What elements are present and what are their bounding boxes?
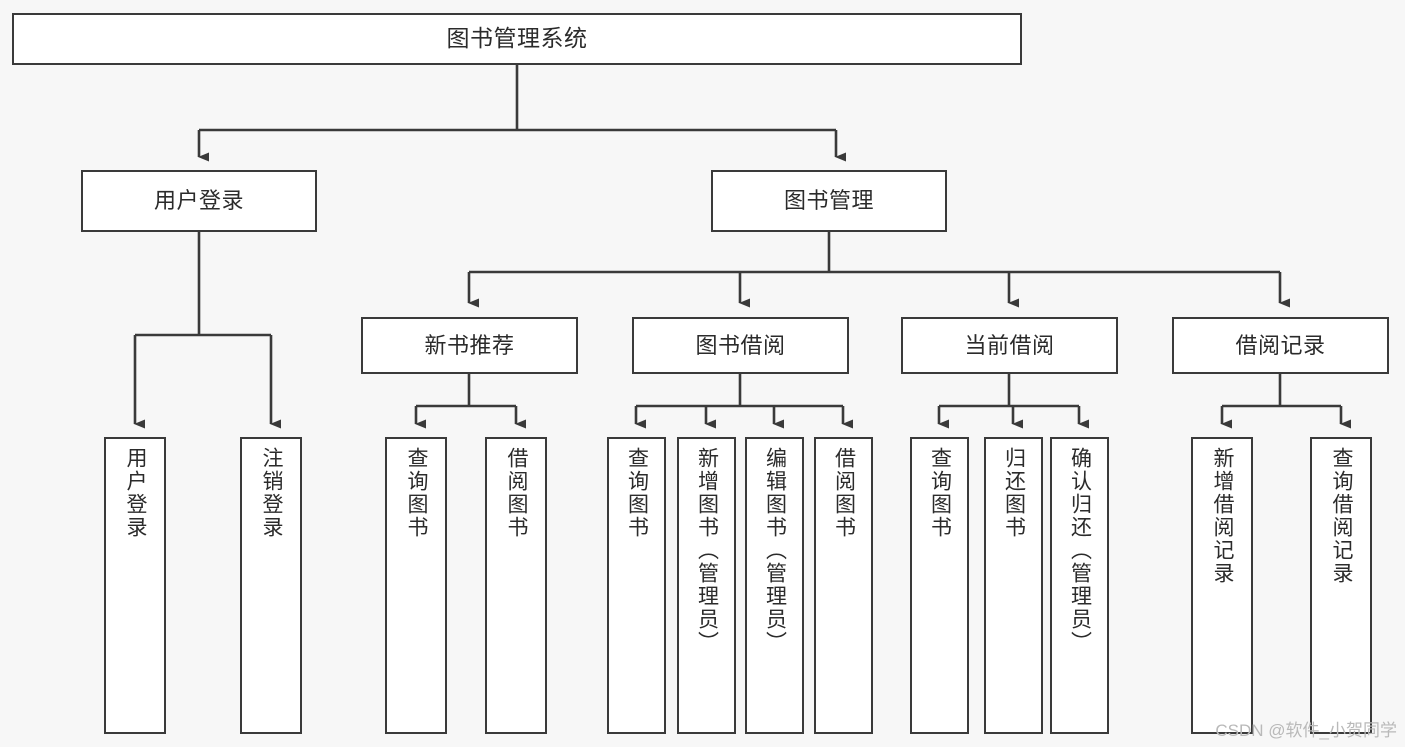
node-leaf-add-record-label: 新增借阅记录: [1211, 447, 1235, 585]
node-leaf-logout-label: 注销登录: [260, 447, 284, 539]
node-user-login-label: 用户登录: [153, 188, 244, 214]
node-borrow-record[interactable]: 借阅记录: [1172, 317, 1389, 374]
node-leaf-borrow-book-1[interactable]: 借阅图书: [485, 437, 547, 734]
node-leaf-borrow-book-1-label: 借阅图书: [505, 447, 529, 539]
node-leaf-query-book-3-label: 查询图书: [928, 447, 952, 539]
node-user-login[interactable]: 用户登录: [81, 170, 317, 232]
node-new-book-recommend[interactable]: 新书推荐: [361, 317, 578, 374]
node-root-system[interactable]: 图书管理系统: [12, 13, 1022, 65]
node-book-borrow-label: 图书借阅: [695, 332, 786, 358]
node-leaf-query-book-1-label: 查询图书: [405, 447, 429, 539]
node-leaf-query-book-1[interactable]: 查询图书: [385, 437, 447, 734]
node-leaf-confirm-return-label: 确认归还（管理员）: [1068, 447, 1092, 654]
node-book-manage[interactable]: 图书管理: [711, 170, 947, 232]
node-current-borrow[interactable]: 当前借阅: [901, 317, 1118, 374]
node-leaf-user-login[interactable]: 用户登录: [104, 437, 166, 734]
node-leaf-edit-book-label: 编辑图书（管理员）: [763, 447, 787, 654]
node-leaf-query-record-label: 查询借阅记录: [1330, 447, 1354, 585]
node-book-manage-label: 图书管理: [783, 188, 874, 214]
node-new-book-recommend-label: 新书推荐: [424, 332, 515, 358]
node-leaf-confirm-return[interactable]: 确认归还（管理员）: [1050, 437, 1109, 734]
node-leaf-query-record[interactable]: 查询借阅记录: [1310, 437, 1372, 734]
node-leaf-return-book[interactable]: 归还图书: [984, 437, 1043, 734]
node-root-label: 图书管理系统: [446, 25, 588, 52]
node-leaf-user-login-label: 用户登录: [124, 447, 148, 539]
node-leaf-query-book-2[interactable]: 查询图书: [607, 437, 666, 734]
node-leaf-borrow-book-2-label: 借阅图书: [832, 447, 856, 539]
node-leaf-add-book[interactable]: 新增图书（管理员）: [677, 437, 736, 734]
node-leaf-add-book-label: 新增图书（管理员）: [695, 447, 719, 654]
node-borrow-record-label: 借阅记录: [1235, 332, 1326, 358]
node-current-borrow-label: 当前借阅: [964, 332, 1055, 358]
node-leaf-logout[interactable]: 注销登录: [240, 437, 302, 734]
node-leaf-borrow-book-2[interactable]: 借阅图书: [814, 437, 873, 734]
node-leaf-add-record[interactable]: 新增借阅记录: [1191, 437, 1253, 734]
node-leaf-return-book-label: 归还图书: [1002, 447, 1026, 539]
node-leaf-edit-book[interactable]: 编辑图书（管理员）: [745, 437, 804, 734]
node-book-borrow[interactable]: 图书借阅: [632, 317, 849, 374]
node-leaf-query-book-3[interactable]: 查询图书: [910, 437, 969, 734]
node-leaf-query-book-2-label: 查询图书: [625, 447, 649, 539]
